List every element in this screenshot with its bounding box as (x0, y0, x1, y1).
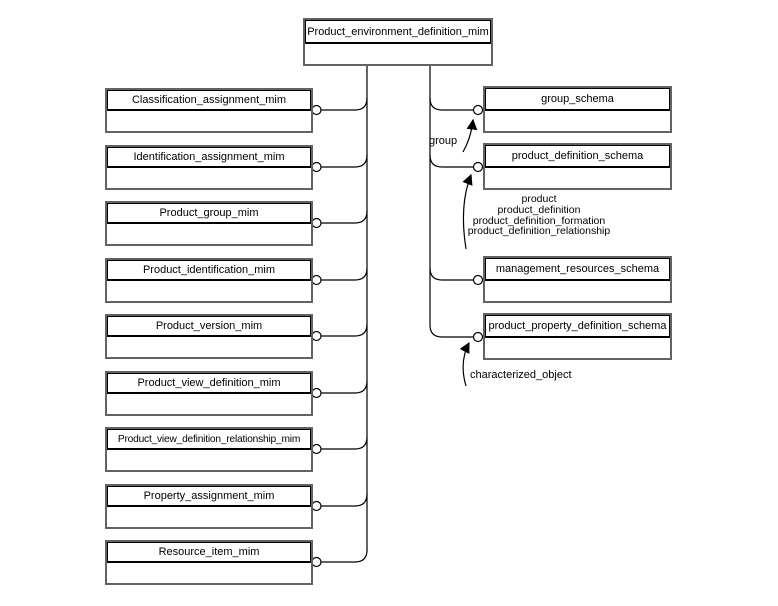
connection-circles-left (311, 104, 322, 568)
box-body (107, 394, 311, 414)
connection-circles-right (472, 104, 484, 343)
box-body (485, 168, 670, 188)
box-group-schema: group_schema (483, 86, 672, 133)
box-classification-assignment-mim: Classification_assignment_mim (105, 88, 313, 133)
box-title: management_resources_schema (485, 258, 670, 281)
box-product-version-mim: Product_version_mim (105, 314, 313, 359)
product-reference-line: product (521, 193, 557, 205)
box-title: Resource_item_mim (107, 542, 311, 563)
box-title: Identification_assignment_mim (107, 147, 311, 168)
box-body (107, 450, 311, 470)
box-title: Product_environment_definition_mim (305, 20, 491, 44)
box-body (305, 44, 491, 64)
left-branch-lines (321, 97, 368, 563)
product-reference-line: product_definition_formation (472, 214, 606, 227)
box-body (107, 337, 311, 357)
right-branch-lines (429, 97, 474, 338)
box-body (485, 281, 670, 301)
box-product-definition-schema: product_definition_schema (483, 143, 672, 190)
box-body (107, 281, 311, 301)
box-body (485, 111, 670, 131)
box-title: Product_version_mim (107, 316, 311, 337)
box-title: Classification_assignment_mim (107, 90, 311, 111)
box-body (107, 224, 311, 244)
characterized-object-reference-label: characterized_object (470, 369, 572, 381)
box-title: group_schema (485, 88, 670, 111)
group-reference-label: group (429, 135, 458, 147)
box-body (107, 111, 311, 131)
box-management-resources-schema: management_resources_schema (483, 256, 672, 303)
box-resource-item-mim: Resource_item_mim (105, 540, 313, 585)
box-identification-assignment-mim: Identification_assignment_mim (105, 145, 313, 190)
box-title: Product_identification_mim (107, 260, 311, 281)
box-body (107, 507, 311, 527)
characterized-object-arrow (459, 341, 470, 387)
box-body (107, 168, 311, 188)
box-title: Product_group_mim (107, 203, 311, 224)
product-references-label: product product_definition product_defin… (439, 194, 639, 237)
box-product-identification-mim: Product_identification_mim (105, 258, 313, 303)
product-refs-arrow (462, 173, 473, 250)
box-title: product_property_definition_schema (485, 315, 670, 338)
box-product-property-definition-schema: product_property_definition_schema (483, 313, 672, 360)
box-product-group-mim: Product_group_mim (105, 201, 313, 246)
box-body (107, 563, 311, 583)
box-title: Property_assignment_mim (107, 486, 311, 507)
box-body (485, 338, 670, 358)
box-title: product_definition_schema (485, 145, 670, 168)
product-reference-line: product_definition_relationship (467, 225, 611, 238)
box-title: Product_view_definition_mim (107, 373, 311, 394)
box-product-environment-definition-mim: Product_environment_definition_mim (303, 18, 493, 66)
box-property-assignment-mim: Property_assignment_mim (105, 484, 313, 529)
group-arrow (462, 118, 478, 153)
box-title: Product_view_definition_relationship_mim (107, 429, 311, 450)
box-product-view-definition-relationship-mim: Product_view_definition_relationship_mim (105, 427, 313, 472)
product-reference-line: product_definition (497, 203, 581, 216)
box-product-view-definition-mim: Product_view_definition_mim (105, 371, 313, 416)
